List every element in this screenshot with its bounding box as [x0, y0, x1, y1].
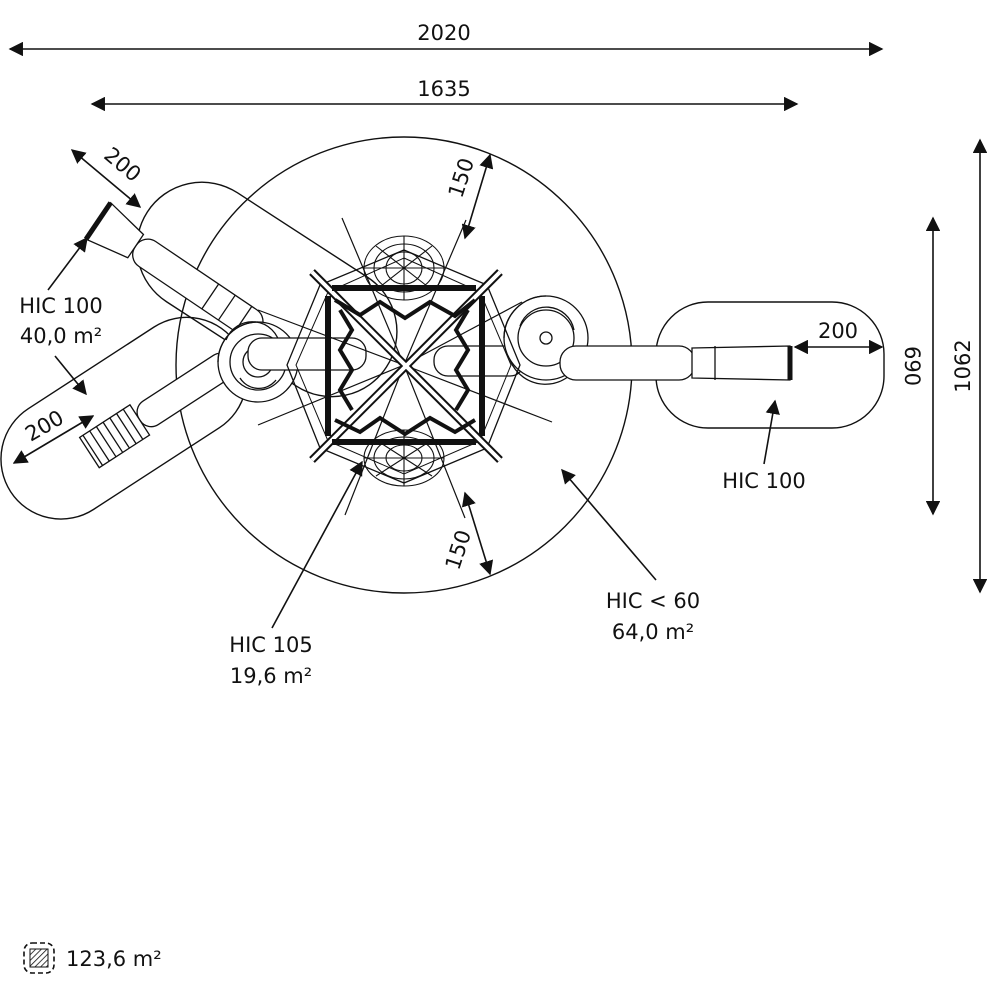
leader-center: [271, 460, 363, 629]
right-zone-hic: HIC 100: [722, 469, 805, 493]
dim-line-top: [461, 153, 494, 240]
dim-overall-width: 2020: [417, 21, 470, 45]
leader-right: [763, 399, 780, 465]
hatched-square-icon: [23, 942, 55, 974]
center-zone-hic: HIC 105: [229, 633, 312, 657]
dim-clearance-top: 150: [444, 155, 479, 201]
dim-line-upper-left: [70, 149, 142, 208]
dim-clearance-top-left: 200: [99, 143, 145, 187]
dim-clearance-right: 200: [818, 319, 858, 343]
dim-clearance-bottom: 150: [441, 527, 476, 573]
total-area: 123,6 m²: [66, 947, 162, 971]
upper-left-zone-hic: HIC 100: [19, 294, 102, 318]
leader-upper-left: [47, 236, 88, 291]
leader-circle: [561, 468, 657, 581]
dim-overall-height: 1062: [951, 339, 975, 392]
center-zone-area: 19,6 m²: [230, 664, 312, 688]
net-domes: [363, 235, 445, 487]
legend: 123,6 m²: [23, 942, 162, 974]
upper-left-slide: [83, 201, 264, 338]
leader-lines: [47, 236, 780, 629]
dim-inner-width: 1635: [417, 77, 470, 101]
dim-line-lower-left: [12, 415, 95, 464]
leader-lower-left: [54, 355, 87, 396]
right-slide: [559, 345, 793, 381]
center-structure: [257, 217, 553, 519]
dim-line-bottom: [461, 491, 494, 576]
dimension-lines: [8, 41, 988, 594]
dim-clearance-bottom-left: 200: [21, 406, 68, 447]
circle-zone-area: 64,0 m²: [612, 620, 694, 644]
circle-zone-hic: HIC < 60: [606, 589, 700, 613]
zigzag-nets: [333, 298, 477, 437]
slides: [78, 201, 793, 469]
upper-left-zone-area: 40,0 m²: [20, 324, 102, 348]
dim-inner-height: 690: [900, 346, 924, 386]
